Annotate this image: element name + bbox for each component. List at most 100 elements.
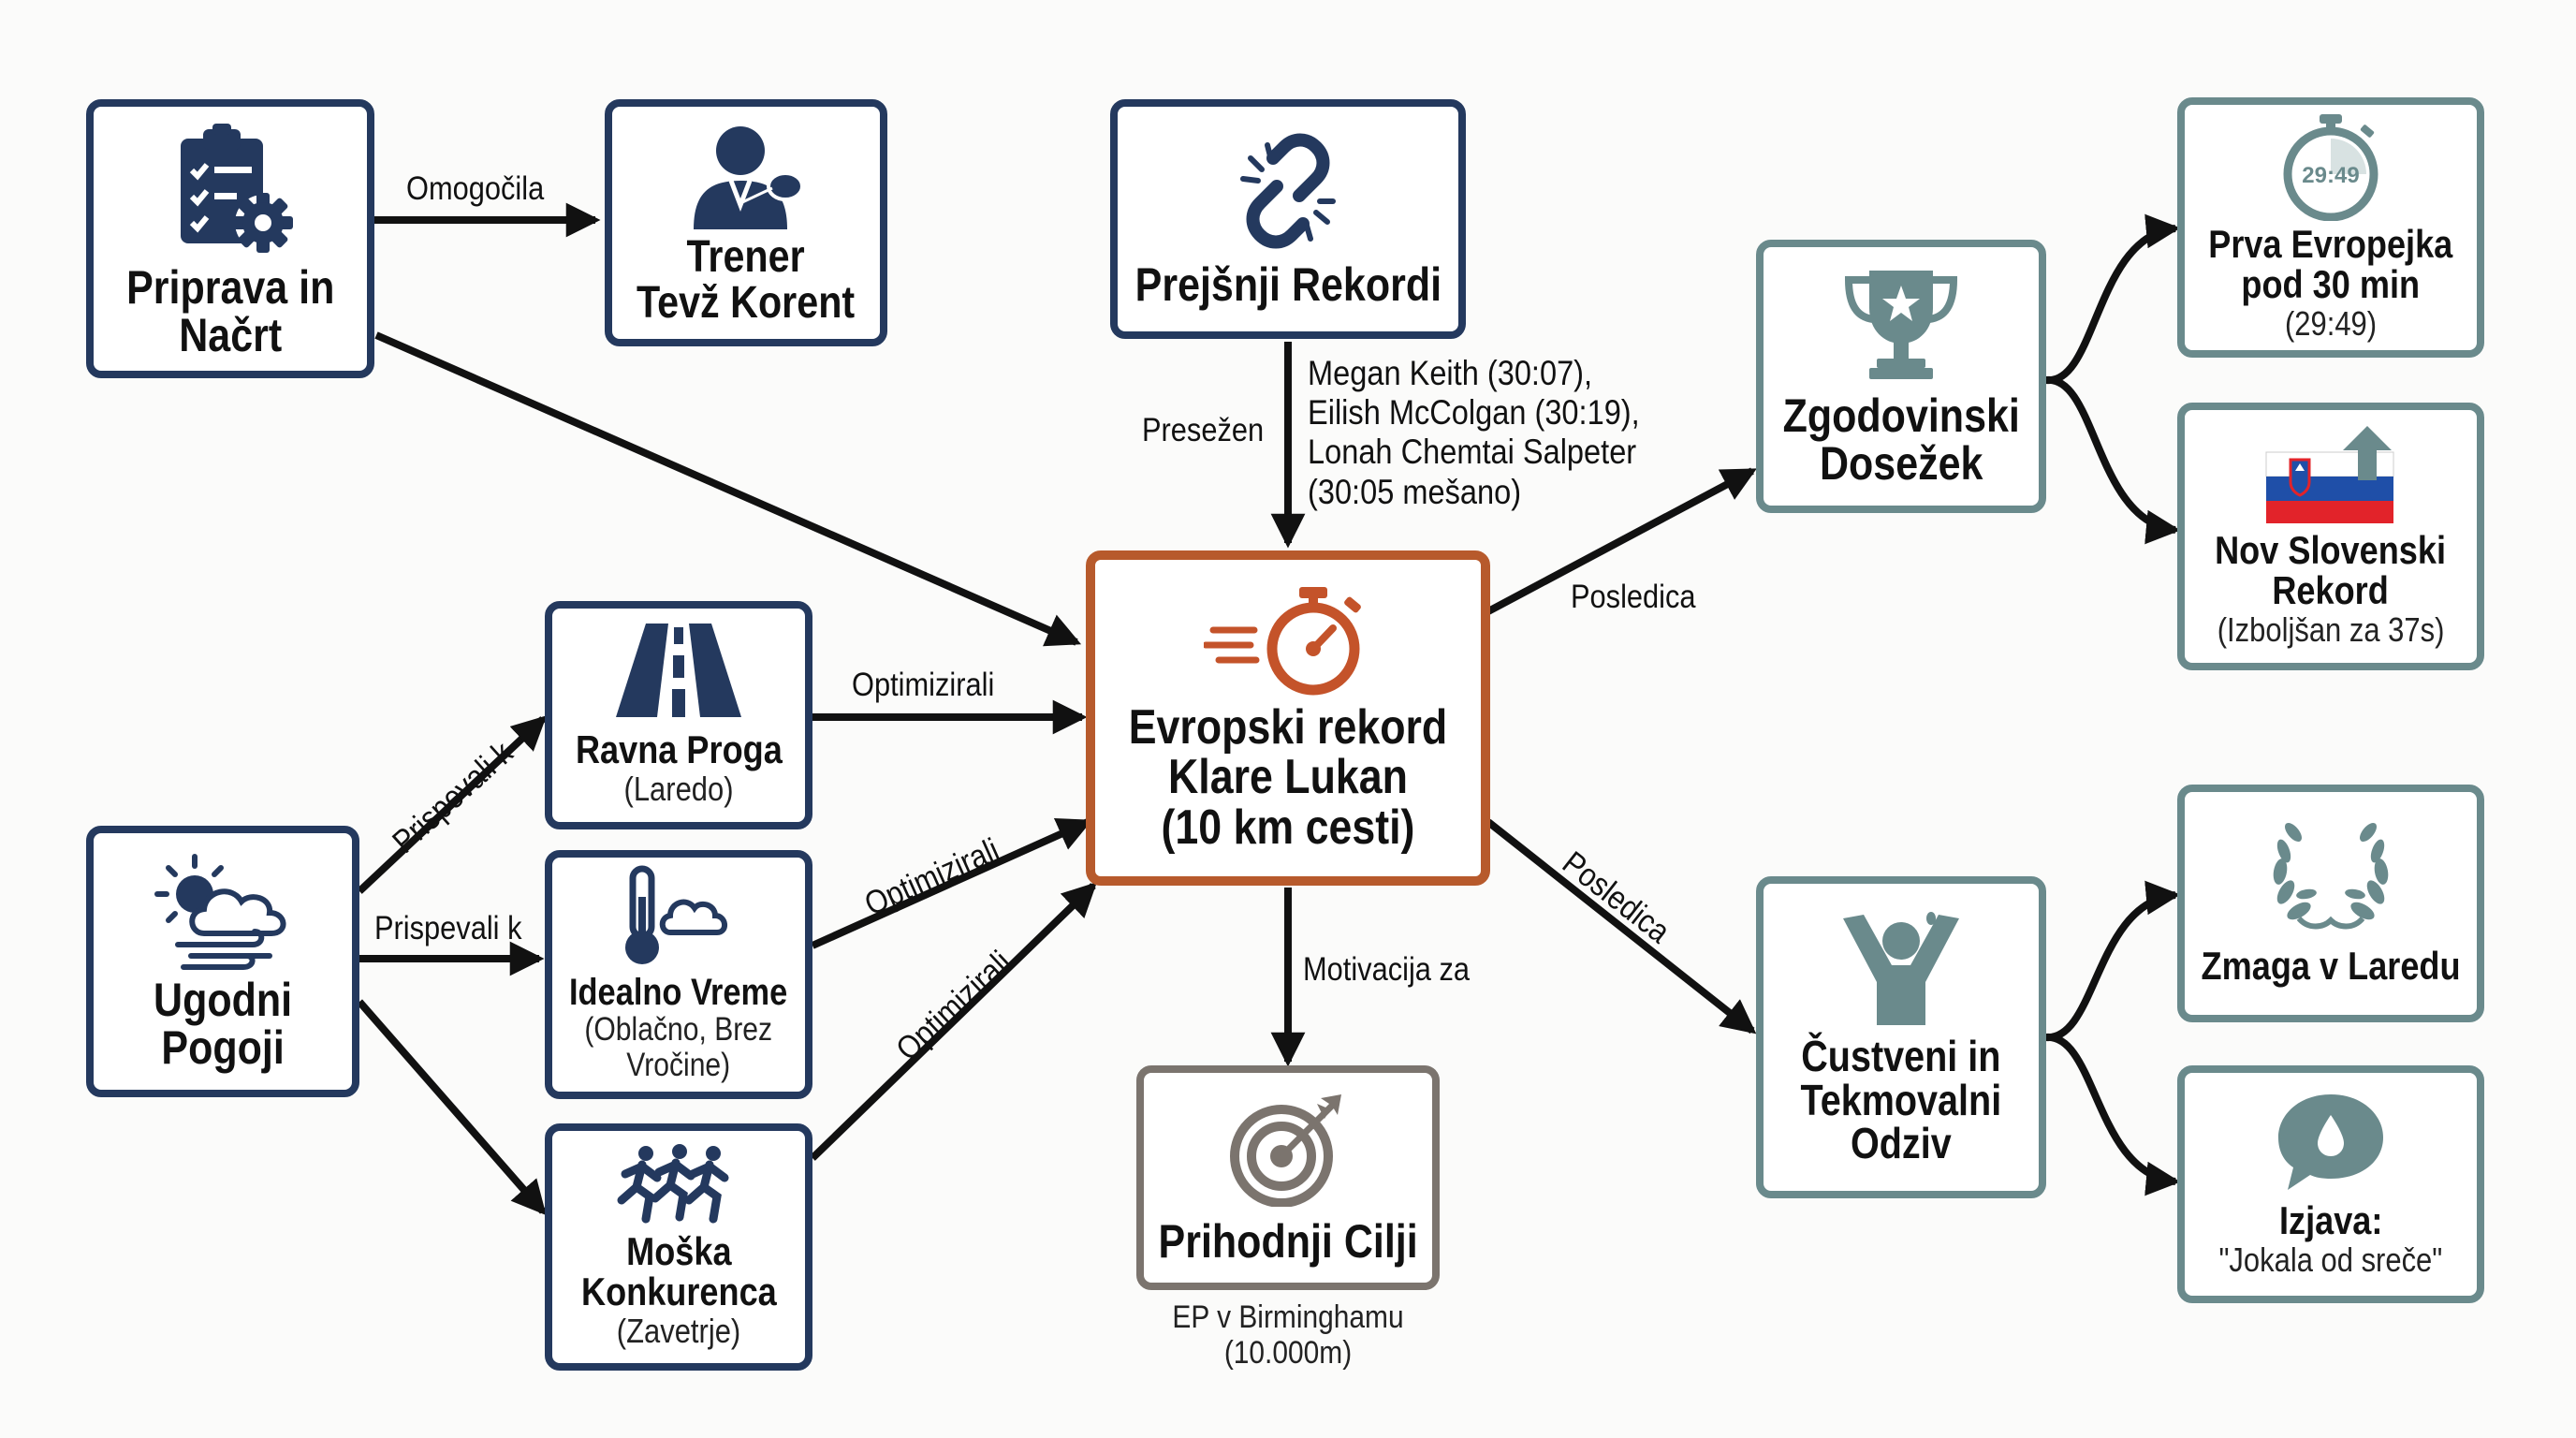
trophy-star-icon — [1844, 271, 1958, 379]
edge-dosezek-prva — [2045, 213, 2181, 385]
records-note: Megan Keith (30:07), Eilish McColgan (30… — [1308, 354, 1640, 512]
title-line: Nov Slovenski — [2215, 528, 2447, 573]
node-title: Priprava in Načrt — [126, 264, 334, 360]
node-title: Izjava: — [2279, 1200, 2382, 1241]
records-note-line: Lonah Chemtai Salpeter — [1308, 433, 1637, 472]
weather-sun-cloud-wind-icon — [154, 854, 286, 970]
edge-odziv-zmaga — [2045, 880, 2181, 1042]
title-line: pod 30 min — [2241, 262, 2421, 307]
title-line: Idealno Vreme — [569, 972, 788, 1014]
node-proga: Ravna Proga (Laredo) — [545, 601, 812, 829]
subtitle-line: (29:49) — [2284, 304, 2378, 344]
node-title: Ugodni Pogoji — [154, 976, 292, 1072]
node-center: Evropski rekord Klare Lukan (10 km cesti… — [1086, 550, 1490, 886]
label-optimizirali-1: Optimizirali — [852, 667, 995, 703]
node-vreme: Idealno Vreme (Oblačno, Brez Vročine) — [545, 850, 812, 1099]
node-slovenski: Nov Slovenski Rekord (Izboljšan za 37s) — [2177, 403, 2484, 670]
title-line: Tevž Korent — [637, 278, 856, 328]
title-line: Prejšnji Rekordi — [1134, 257, 1442, 311]
node-subtitle: (Laredo) — [623, 770, 733, 808]
node-priprava: Priprava in Načrt — [86, 99, 374, 378]
label-presezen: Presežen — [1142, 412, 1265, 448]
node-subtitle: (Zavetrje) — [617, 1313, 740, 1350]
node-title: Ravna Proga — [576, 729, 783, 770]
subtitle-line: (Laredo) — [623, 769, 734, 808]
node-konkurenca: Moška Konkurenca (Zavetrje) — [545, 1123, 812, 1371]
subtitle-line: (Izboljšan za 37s) — [2217, 610, 2445, 650]
node-cilji: Prihodnji Cilji — [1136, 1065, 1440, 1290]
node-title: Moška Konkurenca — [581, 1232, 777, 1313]
node-subtitle: "Jokala od sreče" — [2219, 1241, 2443, 1279]
node-title: Čustveni in Tekmovalni Odziv — [1801, 1034, 2002, 1167]
node-subtitle: (29:49) — [2285, 305, 2377, 343]
node-dosezek: Zgodovinski Dosežek — [1756, 240, 2046, 513]
records-note-line: (30:05 mešano) — [1308, 472, 1522, 511]
title-line: Odziv — [1851, 1119, 1952, 1168]
title-line: Načrt — [179, 309, 282, 361]
laurel-wreath-icon — [2273, 822, 2389, 930]
records-note-line: Megan Keith (30:07), — [1308, 354, 1593, 392]
label-motivacija: Motivacija za — [1303, 951, 1471, 988]
title-line: (10 km cesti) — [1161, 800, 1415, 855]
clipboard-gear-icon — [181, 124, 293, 253]
node-subtitle: (Oblačno, Brez Vročine) — [584, 1010, 773, 1084]
label-omogocila: Omogočila — [406, 170, 545, 207]
title-line: Trener — [686, 232, 806, 283]
stopwatch-icon: 29:49 — [2283, 114, 2378, 222]
title-line: Prva Evropejka — [2208, 222, 2453, 267]
node-pogoji: Ugodni Pogoji — [86, 826, 359, 1097]
node-title: Zgodovinski Dosežek — [1782, 392, 2019, 488]
title-line: Konkurenca — [580, 1269, 777, 1314]
node-zmaga: Zmaga v Laredu — [2177, 785, 2484, 1022]
broken-chain-icon — [1240, 133, 1336, 248]
edge-dosezek-slovenski — [2045, 375, 2181, 545]
target-arrow-icon — [1230, 1093, 1341, 1207]
node-trener: Trener Tevž Korent — [605, 99, 887, 346]
straight-road-icon — [616, 623, 741, 717]
edge-priprava-center — [374, 331, 1082, 647]
edge-pogoji-konkurenca — [356, 999, 547, 1216]
title-line: Ugodni — [153, 974, 293, 1026]
runners-group-icon — [617, 1144, 729, 1224]
title-line: Pogoji — [161, 1021, 285, 1074]
stopwatch-speed-icon — [1204, 587, 1361, 696]
cheering-person-icon — [1843, 911, 1959, 1025]
title-line: Moška — [625, 1229, 732, 1274]
coach-whistle-icon — [694, 126, 804, 230]
thermometer-cloud-icon — [625, 865, 727, 965]
node-title: Evropski rekord Klare Lukan (10 km cesti… — [1129, 703, 1448, 852]
title-line: Priprava in — [125, 261, 335, 314]
edge-center-dosezek — [1486, 467, 1757, 615]
node-izjava: Izjava: "Jokala od sreče" — [2177, 1065, 2484, 1303]
edge-center-odziv — [1486, 818, 1757, 1034]
cilji-note: EP v Birminghamu (10.000m) — [1148, 1299, 1427, 1371]
title-line: Čustveni in — [1801, 1031, 2001, 1080]
speech-bubble-tear-icon — [2278, 1093, 2383, 1190]
edge-odziv-izjava — [2045, 1033, 2181, 1196]
node-odziv: Čustveni in Tekmovalni Odziv — [1756, 876, 2046, 1198]
node-title: Prihodnji Cilji — [1158, 1214, 1418, 1268]
node-title: Trener Tevž Korent — [637, 232, 856, 328]
subtitle-line: Vročine) — [626, 1047, 731, 1084]
subtitle-line: "Jokala od sreče" — [2218, 1240, 2443, 1279]
slovenian-flag-arrow-icon — [2265, 426, 2394, 524]
records-note-line: Eilish McColgan (30:19), — [1308, 393, 1640, 433]
node-title: Prejšnji Rekordi — [1134, 257, 1442, 311]
node-prva: 29:49 Prva Evropejka pod 30 min (29:49) — [2177, 97, 2484, 358]
title-line: Evropski rekord — [1128, 700, 1448, 756]
title-line: Zmaga v Laredu — [2201, 943, 2461, 988]
title-line: Klare Lukan — [1167, 750, 1408, 805]
node-subtitle: (Izboljšan za 37s) — [2217, 611, 2445, 649]
stopwatch-readout: 29:49 — [2302, 163, 2359, 188]
subtitle-line: (Oblačno, Brez — [584, 1010, 773, 1048]
node-rekordi: Prejšnji Rekordi — [1110, 99, 1466, 339]
node-title: Nov Slovenski Rekord — [2216, 531, 2447, 611]
title-line: Tekmovalni — [1800, 1075, 2002, 1124]
node-title: Prva Evropejka pod 30 min — [2208, 225, 2452, 305]
edge-konkurenca-center — [810, 882, 1097, 1161]
edge-vreme-center — [811, 818, 1093, 949]
node-title: Idealno Vreme — [569, 974, 787, 1012]
title-line: Prihodnji Cilji — [1158, 1214, 1418, 1268]
